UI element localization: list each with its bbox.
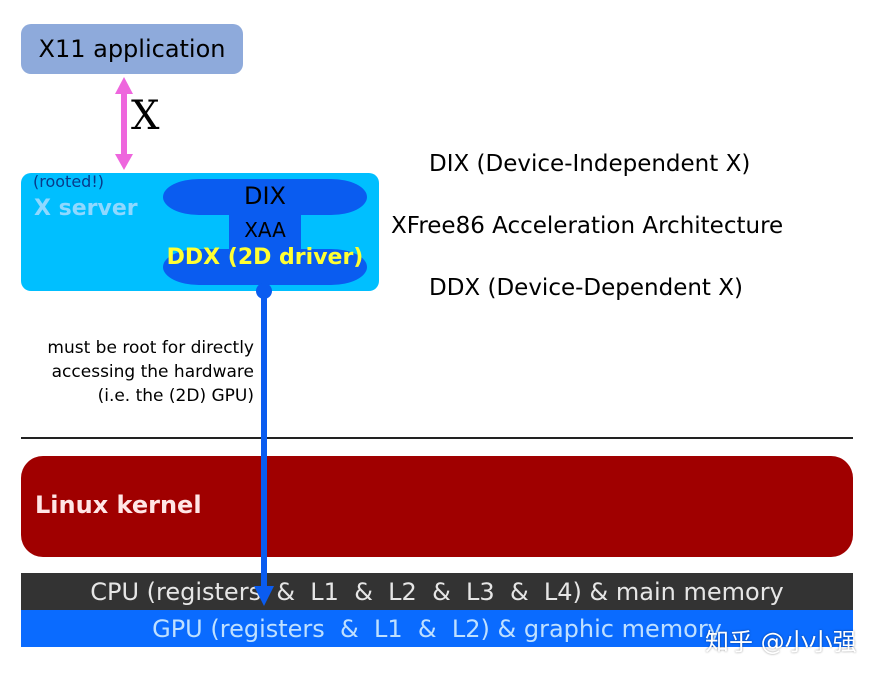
linux-kernel-label: Linux kernel — [35, 491, 202, 519]
x11-application-label: X11 application — [38, 35, 226, 63]
x-protocol-arrow — [115, 77, 133, 170]
dix-ddx-blob — [163, 179, 367, 285]
ddx-label: DDX (2D driver) — [166, 245, 364, 270]
cpu-bar: CPU (registers & L1 & L2 & L3 & L4) & ma… — [21, 573, 853, 610]
watermark: 知乎 @小小强 — [705, 628, 857, 656]
xaa-description: XFree86 Acceleration Architecture — [391, 213, 784, 239]
dix-label: DIX — [244, 182, 286, 210]
root-note-line: (i.e. the (2D) GPU) — [97, 386, 254, 406]
ddx-description: DDX (Device-Dependent X) — [429, 275, 743, 301]
gpu-bar: GPU (registers & L1 & L2) & graphic memo… — [21, 610, 853, 647]
user-kernel-divider — [21, 437, 853, 439]
x-protocol-label: X — [131, 93, 160, 139]
dix-xaa-ddx-shape — [163, 179, 367, 285]
root-note-line: must be root for directly — [47, 338, 254, 358]
dix-description: DIX (Device-Independent X) — [429, 151, 751, 177]
x-server-label: X server — [34, 196, 138, 221]
root-note: must be root for directly accessing the … — [16, 336, 254, 408]
root-note-line: accessing the hardware — [51, 362, 254, 382]
gpu-label: GPU (registers & L1 & L2) & graphic memo… — [152, 614, 722, 643]
x11-application-box: X11 application — [21, 24, 243, 74]
cpu-label: CPU (registers & L1 & L2 & L3 & L4) & ma… — [90, 577, 784, 606]
linux-kernel-box — [21, 456, 853, 557]
ddx-to-gpu-arrow — [254, 283, 274, 606]
rooted-label: (rooted!) — [33, 172, 104, 191]
xaa-label: XAA — [244, 218, 286, 242]
